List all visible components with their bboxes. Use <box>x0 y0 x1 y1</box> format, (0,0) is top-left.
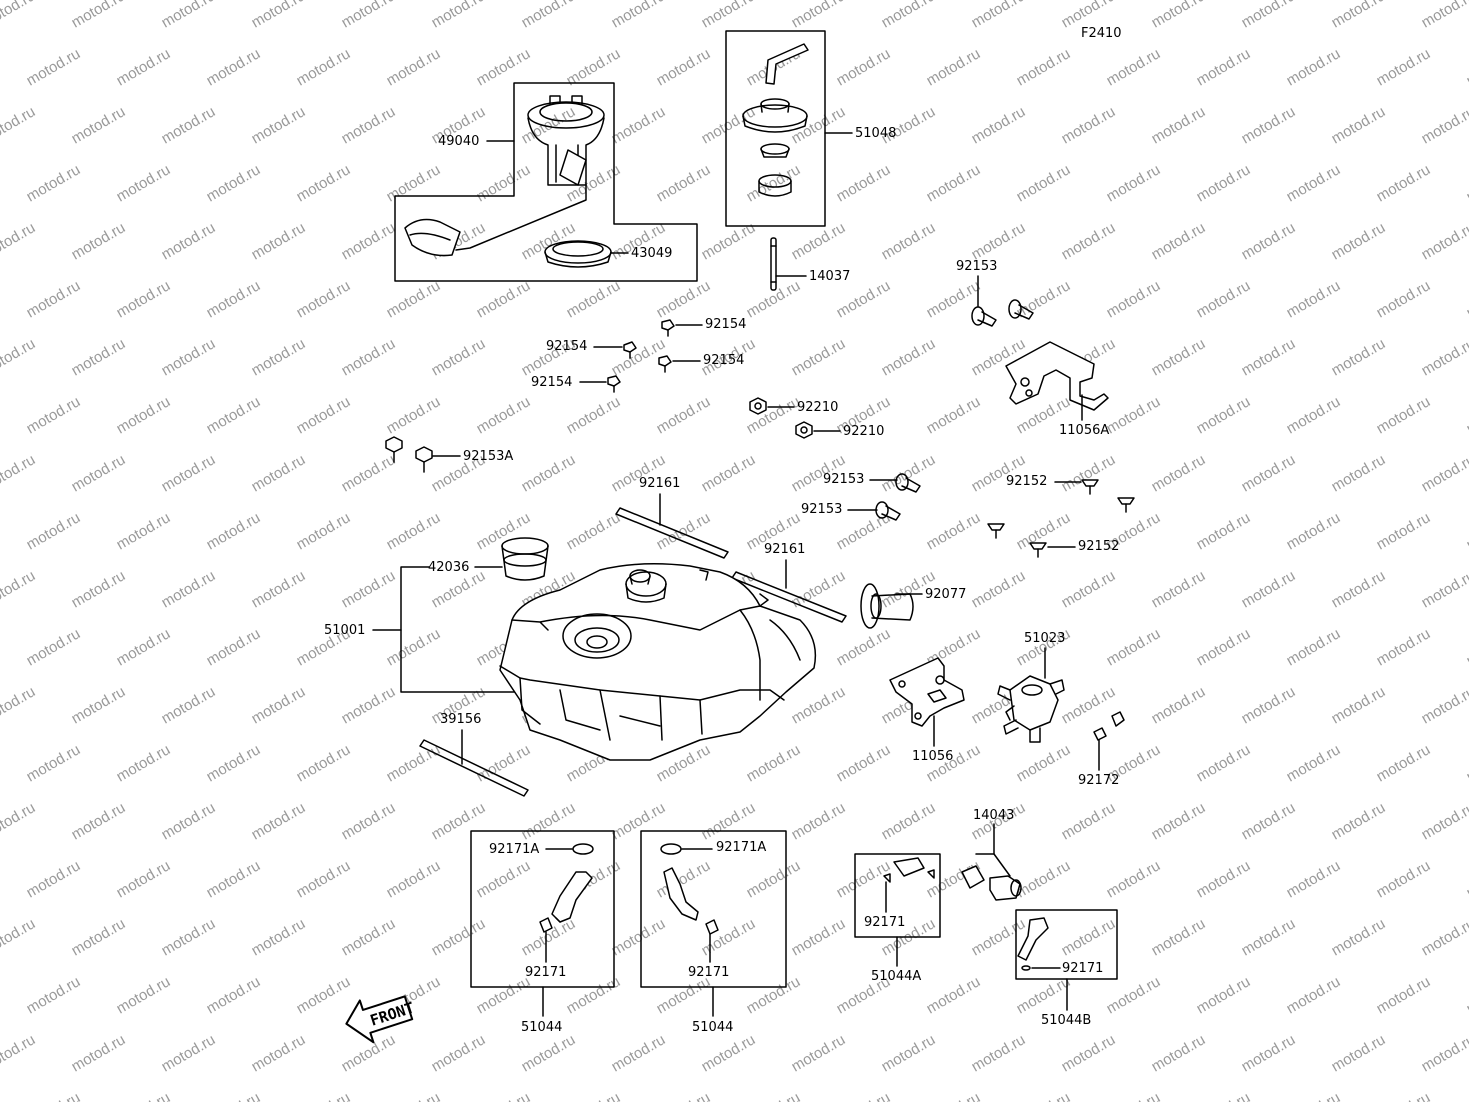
label-92171a-right: 92171A <box>716 840 767 855</box>
label-92152-a: 92152 <box>1006 474 1048 489</box>
seal-39156[interactable] <box>419 739 529 797</box>
clamp-92171a-left[interactable] <box>572 843 594 855</box>
label-92171a-left: 92171A <box>489 842 540 857</box>
bolt-92153-mid-a[interactable] <box>895 473 921 493</box>
hose-51044a[interactable] <box>883 857 935 883</box>
fuel-cap-group-frame <box>725 30 826 227</box>
label-51044b: 51044B <box>1041 1013 1092 1028</box>
clamp-14037[interactable] <box>770 237 777 291</box>
label-92077: 92077 <box>925 587 967 602</box>
label-92210-a: 92210 <box>797 400 839 415</box>
label-43049: 43049 <box>631 246 673 261</box>
screw-92154-a[interactable] <box>661 319 675 337</box>
bracket-11056a[interactable] <box>1005 341 1109 411</box>
clamp-14043[interactable] <box>961 865 1022 901</box>
label-92154-d: 92154 <box>531 375 573 390</box>
front-direction-arrow: FRONT <box>345 995 416 1044</box>
valve-51023[interactable] <box>997 675 1065 743</box>
label-92171-hose-a: 92171 <box>864 915 906 930</box>
label-42036: 42036 <box>428 560 470 575</box>
hose-51044-right[interactable] <box>663 867 699 921</box>
label-92171-hose-b: 92171 <box>1062 961 1104 976</box>
seal-92161-left[interactable] <box>615 507 729 559</box>
screw-92152-a[interactable] <box>1081 479 1135 513</box>
clamp-92171a-right[interactable] <box>660 843 682 855</box>
label-51048: 51048 <box>855 126 897 141</box>
screw-92154-b[interactable] <box>623 341 637 359</box>
fuel-pump-49040[interactable] <box>404 95 605 257</box>
screw-92154-d[interactable] <box>607 375 621 393</box>
label-92153-top: 92153 <box>956 259 998 274</box>
label-14037: 14037 <box>809 269 851 284</box>
label-92171-left: 92171 <box>525 965 567 980</box>
screw-92152-b[interactable] <box>987 523 1047 558</box>
label-51044a: 51044A <box>871 969 922 984</box>
grommet-92077[interactable] <box>860 583 914 629</box>
clamp-92171-left[interactable] <box>539 917 553 933</box>
label-14043: 14043 <box>973 808 1015 823</box>
cap-42036[interactable] <box>501 537 549 581</box>
clip-92172[interactable] <box>1093 711 1125 741</box>
seal-92161-right[interactable] <box>731 571 847 623</box>
label-51044-right: 51044 <box>692 1020 734 1035</box>
bolt-92153a[interactable] <box>385 436 433 473</box>
label-51001: 51001 <box>324 623 366 638</box>
label-92152-b: 92152 <box>1078 539 1120 554</box>
nut-92210-b[interactable] <box>795 421 813 439</box>
hose-51044-left[interactable] <box>551 871 593 923</box>
label-51023: 51023 <box>1024 631 1066 646</box>
bolt-92153-top[interactable] <box>971 299 1034 327</box>
figure-code: F2410 <box>1081 26 1122 41</box>
fuel-cap-51048[interactable] <box>742 43 809 197</box>
label-92154-c: 92154 <box>703 353 745 368</box>
label-92172: 92172 <box>1078 773 1120 788</box>
fuel-pump-group-frame <box>394 82 698 282</box>
label-11056: 11056 <box>912 749 954 764</box>
label-49040: 49040 <box>438 134 480 149</box>
label-92210-b: 92210 <box>843 424 885 439</box>
nut-92210-a[interactable] <box>749 397 767 415</box>
label-92171-right: 92171 <box>688 965 730 980</box>
clamp-92171-right[interactable] <box>705 919 719 935</box>
bracket-11056[interactable] <box>889 657 965 727</box>
pump-ring-43049[interactable] <box>544 240 612 268</box>
screw-92154-c[interactable] <box>658 355 672 373</box>
label-92153-mid-a: 92153 <box>823 472 865 487</box>
label-92161-left: 92161 <box>639 476 681 491</box>
label-92153-mid-b: 92153 <box>801 502 843 517</box>
bolt-92153-mid-b[interactable] <box>875 501 901 521</box>
label-92154-a: 92154 <box>705 317 747 332</box>
label-51044-left: 51044 <box>521 1020 563 1035</box>
label-11056a: 11056A <box>1059 423 1110 438</box>
label-39156: 39156 <box>440 712 482 727</box>
hose-51044b[interactable] <box>1017 917 1049 971</box>
label-92161-right: 92161 <box>764 542 806 557</box>
label-92154-b: 92154 <box>546 339 588 354</box>
fuel-tank-51001[interactable] <box>499 563 817 761</box>
label-92153a: 92153A <box>463 449 514 464</box>
